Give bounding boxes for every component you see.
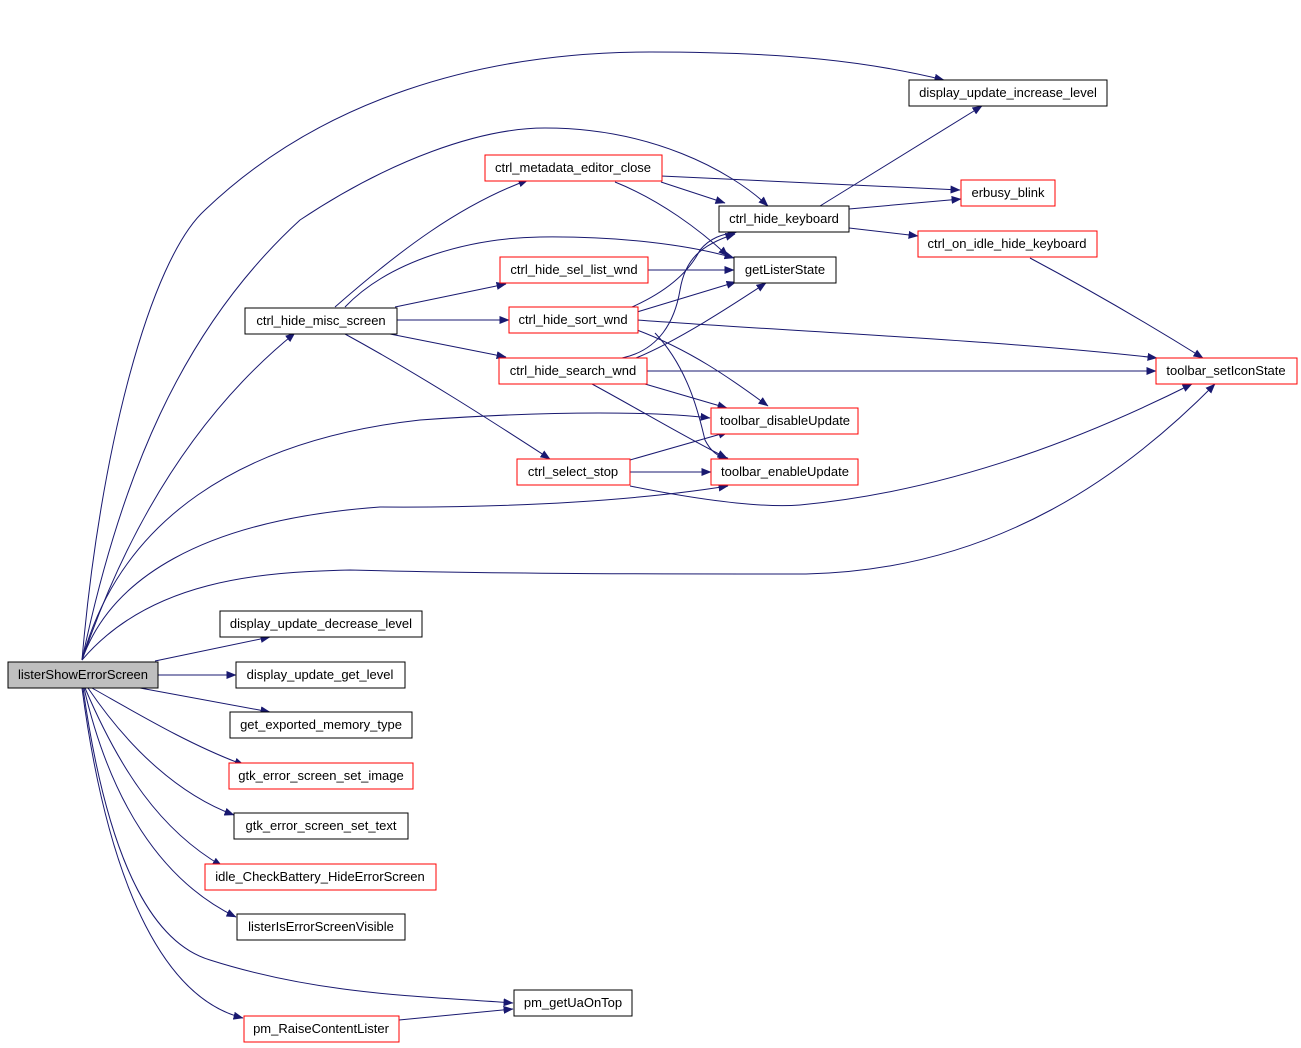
node-display-update-increase-level[interactable]: display_update_increase_level [908, 79, 1108, 107]
node-erbusy-blink[interactable]: erbusy_blink [960, 179, 1056, 207]
node-lister-show-error-screen[interactable]: listerShowErrorScreen [7, 661, 159, 689]
node-pm-get-ua-on-top[interactable]: pm_getUaOnTop [513, 989, 633, 1017]
node-label: getListerState [745, 262, 825, 277]
node-label: idle_CheckBattery_HideErrorScreen [215, 869, 425, 884]
node-label: get_exported_memory_type [240, 717, 402, 732]
edge-root-to-toolbar-disable-update [81, 412, 711, 661]
node-label: ctrl_select_stop [528, 464, 618, 479]
node-toolbar-set-icon-state[interactable]: toolbar_setIconState [1155, 357, 1298, 385]
edge-select-stop-to-toolbar-disableupdate [629, 430, 729, 461]
edge-misc-to-ctrl-hide-search-wnd [389, 333, 507, 360]
node-lister-is-error-screen-visible[interactable]: listerIsErrorScreenVisible [236, 913, 406, 941]
node-label: pm_getUaOnTop [524, 995, 622, 1010]
edge-root-to-pm-getuaontop [82, 687, 514, 1007]
node-idle-checkbattery-hideerrorscreen[interactable]: idle_CheckBattery_HideErrorScreen [204, 863, 437, 891]
node-gtk-error-screen-set-image[interactable]: gtk_error_screen_set_image [228, 762, 414, 790]
node-toolbar-disable-update[interactable]: toolbar_disableUpdate [710, 407, 859, 435]
edge-misc-to-getlisterstate [344, 236, 735, 308]
node-get-exported-memory-type[interactable]: get_exported_memory_type [229, 711, 413, 739]
node-label: toolbar_setIconState [1166, 363, 1285, 378]
edge-root-to-idle-checkbattery-hideerrorscreen [84, 687, 223, 867]
node-label: ctrl_metadata_editor_close [495, 160, 651, 175]
edge-misc-to-ctrl-hide-sel-list-wnd [394, 282, 507, 308]
edge-root-to-get-exported-memory-type [139, 687, 271, 715]
node-ctrl-hide-sort-wnd[interactable]: ctrl_hide_sort_wnd [508, 306, 639, 334]
edge-root-to-lister-is-error-screen-visible [83, 687, 237, 918]
node-label: gtk_error_screen_set_text [245, 818, 396, 833]
node-label: display_update_decrease_level [230, 616, 412, 631]
node-label: listerShowErrorScreen [18, 667, 148, 682]
node-label: ctrl_hide_search_wnd [510, 363, 636, 378]
edge-root-to-toolbar-enable-update [81, 483, 729, 661]
edge-sort-to-getlisterstate [636, 280, 737, 313]
node-label: ctrl_hide_misc_screen [256, 313, 385, 328]
edge-idle-keyboard-to-toolbar-seticonstate [1029, 257, 1204, 359]
edge-sort-to-toolbar-disableupdate [636, 329, 769, 407]
edge-misc-to-ctrl-metadata-editor-close [334, 179, 529, 308]
edge-search-to-getlisterstate [635, 282, 767, 359]
edge-select-stop-to-toolbar-seticonstate [629, 383, 1193, 507]
node-label: ctrl_on_idle_hide_keyboard [927, 236, 1086, 251]
edge-metadata-to-erbusy-blink [660, 175, 961, 194]
edge-raise-content-lister-to-pm-getuaontop [398, 1005, 514, 1021]
edge-search-to-toolbar-enableupdate [591, 383, 728, 459]
node-label: ctrl_hide_sel_list_wnd [510, 262, 637, 277]
node-pm-raise-content-lister[interactable]: pm_RaiseContentLister [243, 1015, 400, 1043]
edge-layer [81, 51, 1216, 1021]
edge-root-to-display-update-increase-level [81, 51, 945, 661]
node-get-lister-state[interactable]: getListerState [733, 256, 837, 284]
node-label: pm_RaiseContentLister [253, 1021, 390, 1036]
edge-keyboard-to-ctrl-on-idle-hide-keyboard [848, 227, 919, 239]
edge-root-to-pm-raisecontentlister [81, 687, 244, 1020]
node-ctrl-on-idle-hide-keyboard[interactable]: ctrl_on_idle_hide_keyboard [917, 230, 1098, 258]
edge-sort-to-toolbar-seticonstate [636, 319, 1158, 361]
node-label: gtk_error_screen_set_image [238, 768, 403, 783]
node-label: toolbar_enableUpdate [721, 464, 849, 479]
node-label: ctrl_hide_keyboard [729, 211, 839, 226]
node-display-update-decrease-level[interactable]: display_update_decrease_level [219, 610, 423, 638]
edge-root-to-display-update-decrease-level [154, 635, 271, 662]
node-display-update-get-level[interactable]: display_update_get_level [235, 661, 406, 689]
edge-keyboard-to-erbusy-blink [848, 195, 962, 210]
edge-search-to-toolbar-disableupdate [644, 383, 728, 410]
node-toolbar-enable-update[interactable]: toolbar_enableUpdate [710, 458, 859, 486]
edge-root-to-toolbar-setIconState [81, 383, 1216, 661]
edge-root-to-ctrl-hide-keyboard [81, 127, 769, 661]
node-ctrl-hide-sel-list-wnd[interactable]: ctrl_hide_sel_list_wnd [499, 256, 649, 284]
node-layer: listerShowErrorScreen ctrl_hide_misc_scr… [7, 79, 1298, 1043]
node-label: display_update_get_level [247, 667, 394, 682]
node-ctrl-select-stop[interactable]: ctrl_select_stop [516, 458, 631, 486]
node-label: erbusy_blink [972, 185, 1045, 200]
edge-keyboard-to-display-update-increase-level [819, 105, 983, 207]
edge-metadata-to-ctrl-hide-keyboard [660, 181, 726, 204]
edge-sort-to-ctrl-hide-keyboard [631, 229, 738, 308]
edge-root-to-gtk-error-screen-set-image [91, 687, 245, 766]
node-gtk-error-screen-set-text[interactable]: gtk_error_screen_set_text [233, 812, 409, 840]
node-label: ctrl_hide_sort_wnd [518, 312, 627, 327]
edge-metadata-to-getlisterstate [614, 181, 729, 257]
node-ctrl-hide-keyboard[interactable]: ctrl_hide_keyboard [718, 205, 850, 233]
node-ctrl-hide-misc-screen[interactable]: ctrl_hide_misc_screen [244, 307, 398, 335]
node-ctrl-metadata-editor-close[interactable]: ctrl_metadata_editor_close [484, 154, 663, 182]
edge-misc-to-ctrl-select-stop [344, 333, 551, 460]
edge-search-to-ctrl-hide-keyboard [621, 233, 736, 359]
node-ctrl-hide-search-wnd[interactable]: ctrl_hide_search_wnd [498, 357, 648, 385]
node-label: listerIsErrorScreenVisible [248, 919, 394, 934]
node-label: display_update_increase_level [919, 85, 1097, 100]
node-label: toolbar_disableUpdate [720, 413, 850, 428]
edge-root-to-gtk-error-screen-set-text [87, 687, 235, 816]
